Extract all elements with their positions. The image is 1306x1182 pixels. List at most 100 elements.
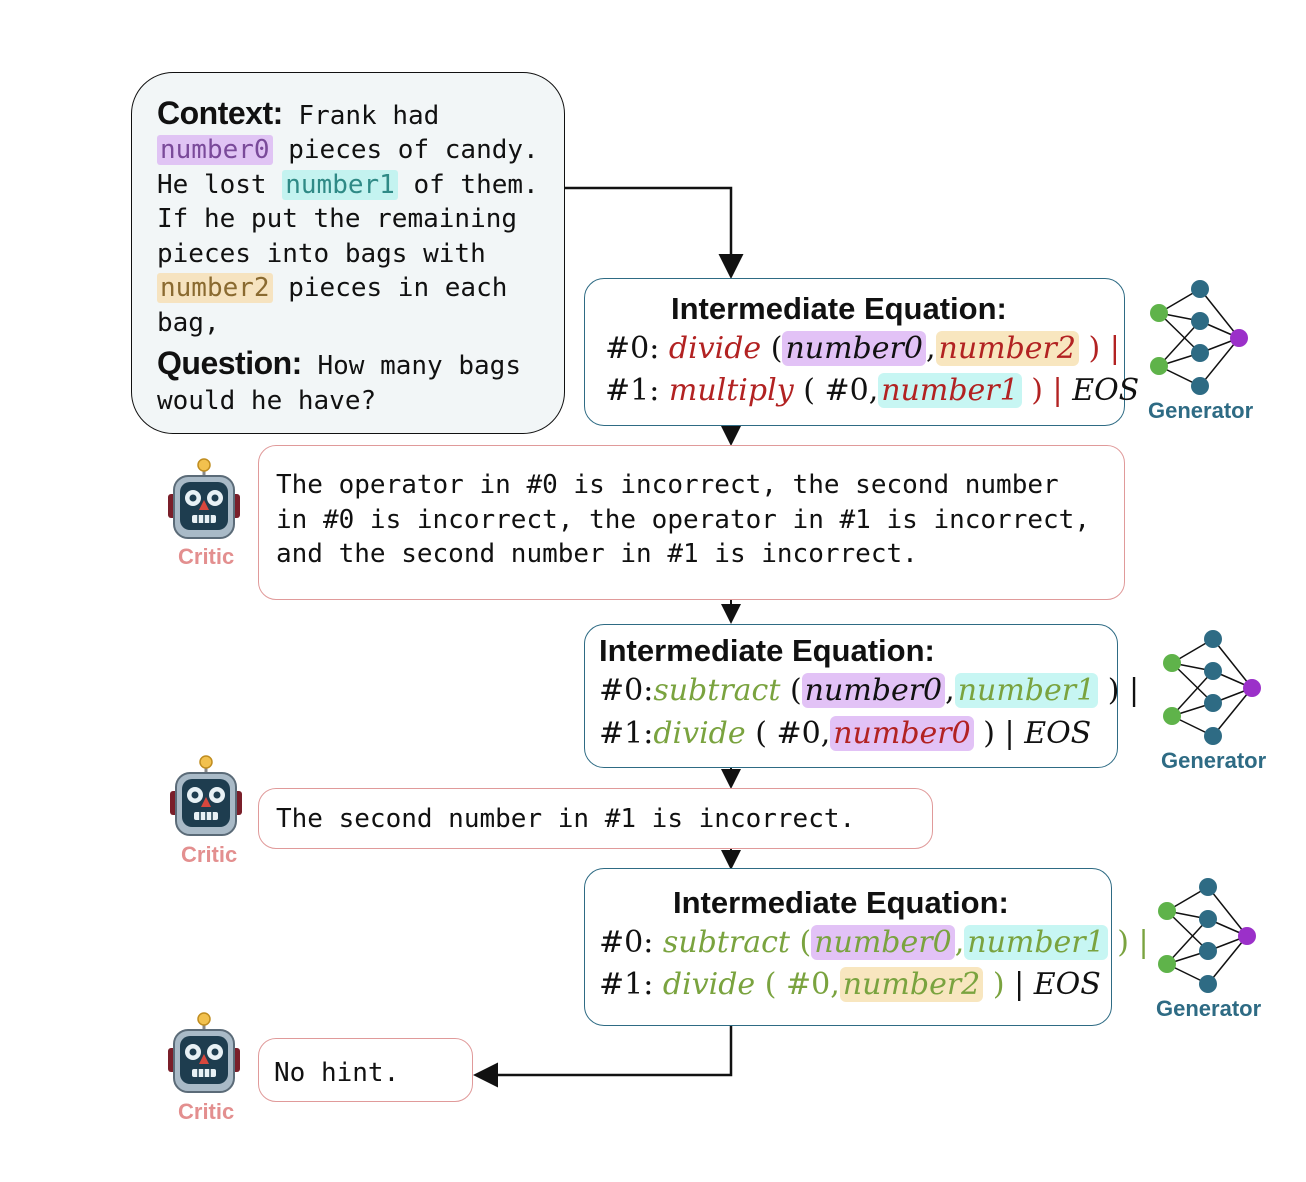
critic-feedback-line: The operator in #0 is incorrect, the sec… [276, 470, 1059, 500]
number0-token: number0 [157, 135, 273, 165]
critic-label: Critic [181, 842, 238, 867]
context-box: Context: Frank had number0 pieces of cand… [131, 72, 565, 434]
equation-line-2: #1: multiply ( #0,number1 ) | EOS [605, 373, 1139, 408]
eq-arg-a: number0 [801, 673, 946, 708]
critic-feedback-line: No hint. [274, 1058, 400, 1088]
eq-separator: | [1004, 716, 1015, 751]
neural-network-icon [1163, 630, 1261, 745]
eq-arg-b: number2 [935, 331, 1079, 366]
neural-network-icon [1150, 280, 1248, 395]
equation-box-2: Intermediate Equation: #0:subtract (numb… [584, 624, 1139, 768]
context-line-6: pieces in each [272, 273, 508, 303]
eq-paren: ) [992, 967, 1005, 1002]
robot-icon [168, 458, 240, 539]
eq-prefix: #0: [599, 925, 654, 960]
eq-prefix: #1: [605, 373, 660, 408]
eq-arg-a: #0, [824, 373, 879, 408]
equation-line-2: #1:divide ( #0,number0 ) | EOS [599, 716, 1091, 751]
eq-separator: | [1138, 925, 1149, 960]
equation-line-1: #0: divide (number0,number2 ) | [605, 331, 1120, 366]
eq-arg-b: number1 [964, 925, 1108, 960]
equation-box-1: Intermediate Equation: #0: divide (numbe… [584, 278, 1139, 426]
eq-operator: subtract [653, 673, 781, 708]
equation-title: Intermediate Equation: [671, 291, 1007, 326]
eq-prefix: #1: [599, 967, 654, 1002]
question-label: Question: [157, 345, 302, 381]
eq-arg-b: number2 [839, 967, 984, 1002]
number2-token: number2 [157, 273, 273, 303]
critic-label: Critic [178, 544, 235, 569]
context-line-3b: of them. [397, 169, 539, 200]
context-line-2: pieces of candy. [272, 135, 539, 165]
arrow-context-to-eq1 [565, 186, 744, 279]
number1-token: number1 [282, 169, 398, 200]
eq-paren: ) [983, 716, 995, 751]
eq-paren: ( [789, 673, 802, 708]
eq-comma: , [954, 925, 965, 960]
arrow-eq3-to-critic3 [473, 1026, 733, 1088]
context-label: Context: [157, 94, 283, 131]
generator-label: Generator [1156, 996, 1262, 1021]
robot-icon [170, 755, 242, 836]
equation-line-1: #0:subtract (number0,number1 ) | [599, 673, 1139, 708]
eq-comma: , [945, 673, 955, 708]
eq-prefix: #1: [599, 716, 654, 751]
eq-arg-b: number0 [830, 716, 974, 751]
eq-arg-a: #0, [776, 716, 831, 751]
eq-paren: ( [764, 967, 777, 1002]
eq-paren: ( [799, 925, 812, 960]
eq-operator: divide [662, 967, 756, 1002]
eq-separator: | [1052, 373, 1063, 408]
question-line-2: would he have? [157, 385, 377, 416]
eq-arg-a: number0 [811, 925, 955, 960]
eq-prefix: #0: [605, 331, 660, 366]
eq-paren: ( [770, 331, 783, 366]
eq-arg-b: number1 [878, 373, 1022, 408]
eq-paren: ) [1107, 673, 1120, 708]
generator-label: Generator [1148, 398, 1254, 423]
eq-separator: | [1129, 673, 1140, 708]
neural-network-icon [1158, 878, 1256, 993]
eq-arg-a: number0 [782, 331, 926, 366]
eq-operator: subtract [662, 925, 790, 960]
critic-label: Critic [178, 1099, 235, 1124]
critic-feedback-box-3: No hint. [258, 1038, 473, 1102]
critic-feedback-line: in #0 is incorrect, the operator in #1 i… [276, 505, 1090, 535]
question-line-1: How many bags [317, 351, 521, 381]
eq-separator: | [1014, 967, 1025, 1002]
context-text: Context: Frank had number0 pieces of cand… [157, 93, 550, 487]
eq-eos: EOS [1033, 967, 1101, 1002]
generator-label: Generator [1161, 748, 1267, 773]
eq-operator: divide [668, 331, 762, 366]
context-line-4: If he put the remaining [157, 204, 518, 234]
context-line-7: bag, [157, 307, 220, 338]
equation-title: Intermediate Equation: [673, 885, 1009, 920]
critic-feedback-box-1: The operator in #0 is incorrect, the sec… [258, 445, 1125, 600]
eq-paren: ) [1088, 331, 1101, 366]
eq-operator: multiply [668, 373, 794, 408]
eq-arg-a: #0, [786, 967, 840, 1002]
eq-arg-b: number1 [954, 673, 1099, 708]
context-line-5: pieces into bags with [157, 238, 486, 269]
eq-paren: ) [1117, 925, 1129, 960]
eq-separator: | [1109, 331, 1120, 366]
context-line-3a: He lost [157, 169, 283, 200]
equation-line-2: #1: divide ( #0,number2 ) | EOS [599, 967, 1101, 1002]
eq-comma: , [925, 331, 936, 366]
critic-feedback-box-2: The second number in #1 is incorrect. [258, 788, 933, 849]
equation-title: Intermediate Equation: [599, 633, 935, 668]
eq-paren: ( [803, 373, 815, 408]
eq-prefix: #0: [599, 673, 654, 708]
equation-line-1: #0: subtract (number0,number1 ) | [599, 925, 1149, 960]
robot-icon [168, 1012, 240, 1093]
eq-eos: EOS [1072, 373, 1140, 408]
context-line-1: Frank had [298, 100, 440, 131]
eq-paren: ) [1031, 373, 1043, 408]
eq-eos: EOS [1024, 716, 1092, 751]
eq-operator: divide [653, 716, 746, 751]
critic-feedback-line: The second number in #1 is incorrect. [276, 804, 856, 834]
equation-box-3: Intermediate Equation: #0: subtract (num… [584, 868, 1149, 1026]
critic-feedback-line: and the second number in #1 is incorrect… [276, 539, 918, 569]
